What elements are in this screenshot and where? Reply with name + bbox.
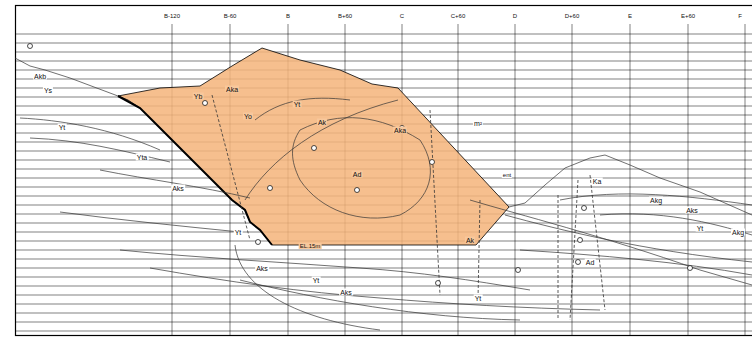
grid-line	[16, 52, 752, 53]
station-label: C+60	[450, 13, 467, 19]
grid-line	[745, 24, 746, 335]
stratum-label: Yo	[243, 113, 253, 120]
stratum-label: Aka	[393, 127, 407, 134]
stratum-label: EL.15m	[299, 243, 322, 249]
stratum-label: Yt	[293, 101, 302, 108]
station-label: B-60	[223, 13, 238, 19]
stratum-label: Yta	[136, 154, 149, 161]
station-label: B+60	[337, 13, 353, 19]
grid-line	[16, 70, 752, 71]
stratum-label: Yt	[696, 225, 705, 232]
grid-line	[172, 24, 173, 335]
station-label: B-120	[163, 13, 181, 19]
grid-line	[16, 313, 752, 314]
stratum-label: Ak	[317, 119, 327, 126]
strata-lines	[15, 58, 752, 330]
stratum-label: ent	[502, 172, 512, 178]
stratum-label: Aks	[339, 289, 353, 296]
stratum-label: Yb	[193, 93, 204, 100]
grid-line	[630, 24, 631, 335]
boreholes	[212, 95, 605, 320]
stratum-label: Ad	[352, 171, 363, 178]
stratum-label: Aks	[171, 185, 185, 192]
grid-line	[16, 286, 752, 287]
stratum-label: Yt	[312, 277, 321, 284]
grid-line	[16, 79, 752, 80]
stratum-label: Akg	[731, 229, 745, 236]
grid-line	[16, 304, 752, 305]
stratum-label: Yt	[474, 295, 483, 302]
station-label: B	[285, 13, 291, 19]
grid-line	[16, 43, 752, 44]
grid-line	[16, 295, 752, 296]
stratum-label: Aks	[255, 265, 269, 272]
stratum-label: Akb	[33, 73, 47, 80]
stratum-label: Yt	[58, 124, 67, 131]
stratum-label: Aks	[685, 207, 699, 214]
station-label: F	[737, 13, 743, 19]
stratum-label: Ka	[592, 178, 603, 185]
station-label: D+60	[564, 13, 581, 19]
grid-line	[515, 24, 516, 335]
frame	[16, 6, 752, 336]
sample-markers	[28, 44, 693, 286]
grid	[16, 24, 752, 335]
station-label: E	[627, 13, 633, 19]
stratum-label: Ak	[465, 237, 475, 244]
grid-line	[16, 277, 752, 278]
station-label: E+60	[680, 13, 696, 19]
grid-line	[16, 331, 752, 332]
stratum-label: Akg	[649, 197, 663, 204]
grid-line	[16, 322, 752, 323]
grid-line	[16, 34, 752, 35]
grid-line	[16, 268, 752, 269]
excavation-zone	[118, 48, 509, 245]
grid-line	[572, 24, 573, 335]
station-label: C	[399, 13, 405, 19]
stratum-label: Ys	[43, 87, 53, 94]
stratum-label: Aka	[225, 86, 239, 93]
grid-line	[16, 259, 752, 260]
grid-line	[16, 61, 752, 62]
stratum-label: Yt	[234, 229, 243, 236]
stratum-label: m²	[473, 120, 483, 127]
cut-slope	[118, 96, 272, 245]
station-label: D	[512, 13, 518, 19]
stratum-label: Ad	[585, 259, 596, 266]
grid-line	[688, 24, 689, 335]
